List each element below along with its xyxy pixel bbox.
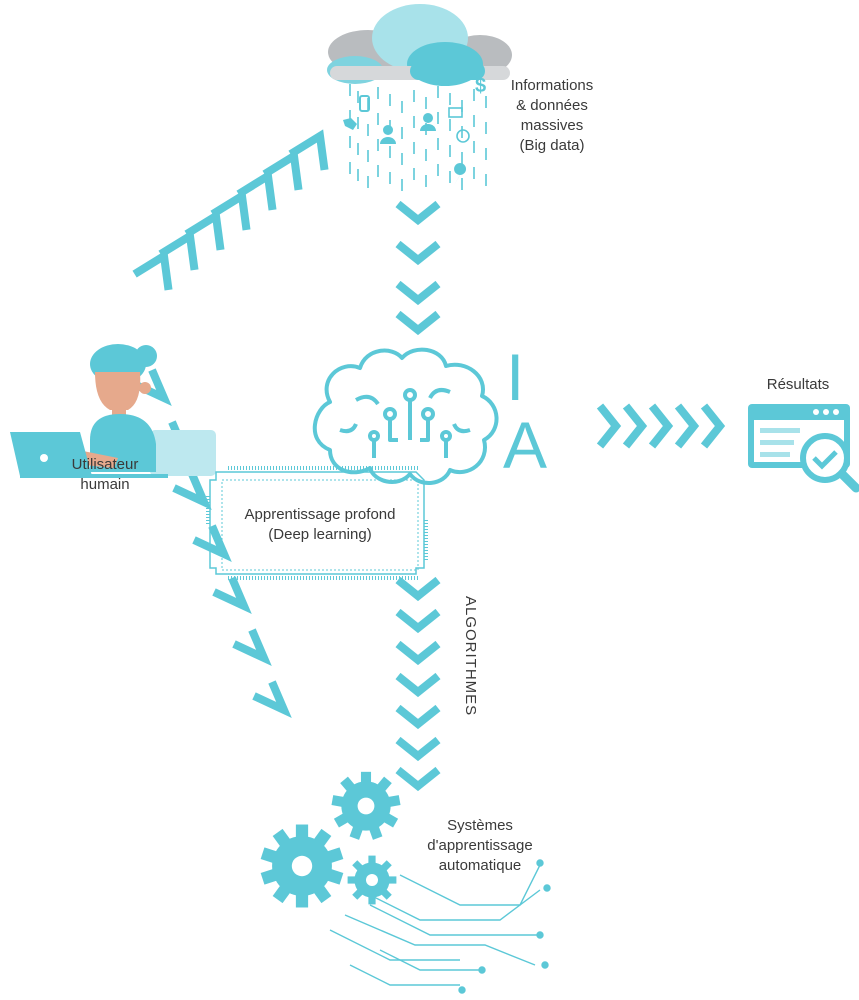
chevron-right-icon: [674, 403, 700, 449]
brain-icon: [312, 347, 499, 485]
big-data-line-1: Informations: [510, 77, 594, 94]
chevron-chain-user-to-data: [132, 129, 329, 291]
deep-learning-line-1: Apprentissage profond: [244, 506, 396, 523]
chevron-down-right-icon: [232, 628, 272, 667]
chevron-down-icon: [395, 240, 441, 266]
results-label: Résultats: [766, 376, 830, 393]
big-data-line-3: massives: [520, 117, 584, 134]
ml-line-3: automatique: [438, 857, 522, 874]
chevron-down-icon: [395, 310, 441, 336]
gear-icon: [260, 824, 344, 908]
cloud-icon: [327, 4, 512, 86]
gear-icon: [331, 771, 401, 840]
chevron-down-icon: [395, 200, 441, 226]
user-line-1: Utilisateur: [71, 456, 139, 473]
gear-tooth: [368, 894, 376, 905]
chevron-chain-ai-to-ml: [395, 576, 441, 792]
circuit-icon: [329, 859, 551, 994]
chip-frame: [206, 466, 428, 580]
data-rain-icon: [349, 84, 487, 191]
chevron-right-icon: [622, 403, 648, 449]
gear-hole: [366, 874, 378, 886]
gears-icon: [260, 771, 401, 908]
big-data-line-4: (Big data): [519, 137, 585, 154]
deep-learning-line-2: (Deep learning): [268, 526, 372, 543]
gear-hole: [291, 855, 313, 877]
chevron-chain-data-to-ai: [395, 200, 441, 336]
ml-systems-label: Systèmes d'apprentissage automatique: [422, 816, 538, 876]
svg-text:$: $: [475, 75, 486, 97]
chevron-down-right-icon: [212, 576, 252, 615]
user-label: Utilisateur humain: [50, 455, 160, 495]
chevron-down-icon: [395, 672, 441, 698]
chevron-down-icon: [395, 280, 441, 306]
ml-line-1: Systèmes: [447, 817, 513, 834]
chevron-down-right-icon: [252, 680, 292, 719]
chevron-right-icon: [596, 403, 622, 449]
chevron-down-icon: [395, 736, 441, 762]
user-icon: [74, 344, 216, 476]
browser-search-icon: [748, 404, 859, 493]
gear-hole: [357, 797, 375, 815]
chevron-up-right-icon: [132, 249, 173, 291]
chevron-chain-ai-to-results: [596, 403, 726, 449]
chevron-up-right-icon: [288, 129, 329, 171]
deep-learning-label: Apprentissage profond (Deep learning): [222, 505, 418, 545]
data-symbols-icon: $: [343, 75, 486, 185]
algorithms-label: ALGORITHMES: [462, 596, 479, 717]
big-data-line-2: & données: [516, 97, 588, 114]
gear-tooth: [368, 855, 376, 866]
chevron-right-icon: [648, 403, 674, 449]
gear-tooth: [360, 771, 372, 786]
chevron-down-icon: [395, 766, 441, 792]
big-data-label: Informations & données massives (Big dat…: [494, 76, 610, 156]
user-line-2: humain: [80, 476, 130, 493]
chevron-right-icon: [700, 403, 726, 449]
gear-icon: [347, 855, 397, 905]
chevron-down-icon: [395, 608, 441, 634]
ia-letter-i: I: [506, 340, 525, 414]
chevron-down-right-icon: [192, 524, 232, 563]
chevron-down-icon: [395, 704, 441, 730]
ia-letter-a: A: [503, 408, 548, 482]
chevron-down-icon: [395, 576, 441, 602]
laptop-icon: [10, 432, 168, 478]
chevron-down-icon: [395, 640, 441, 666]
ml-line-2: d'apprentissage: [427, 837, 533, 854]
chevron-down-right-icon: [172, 472, 212, 511]
